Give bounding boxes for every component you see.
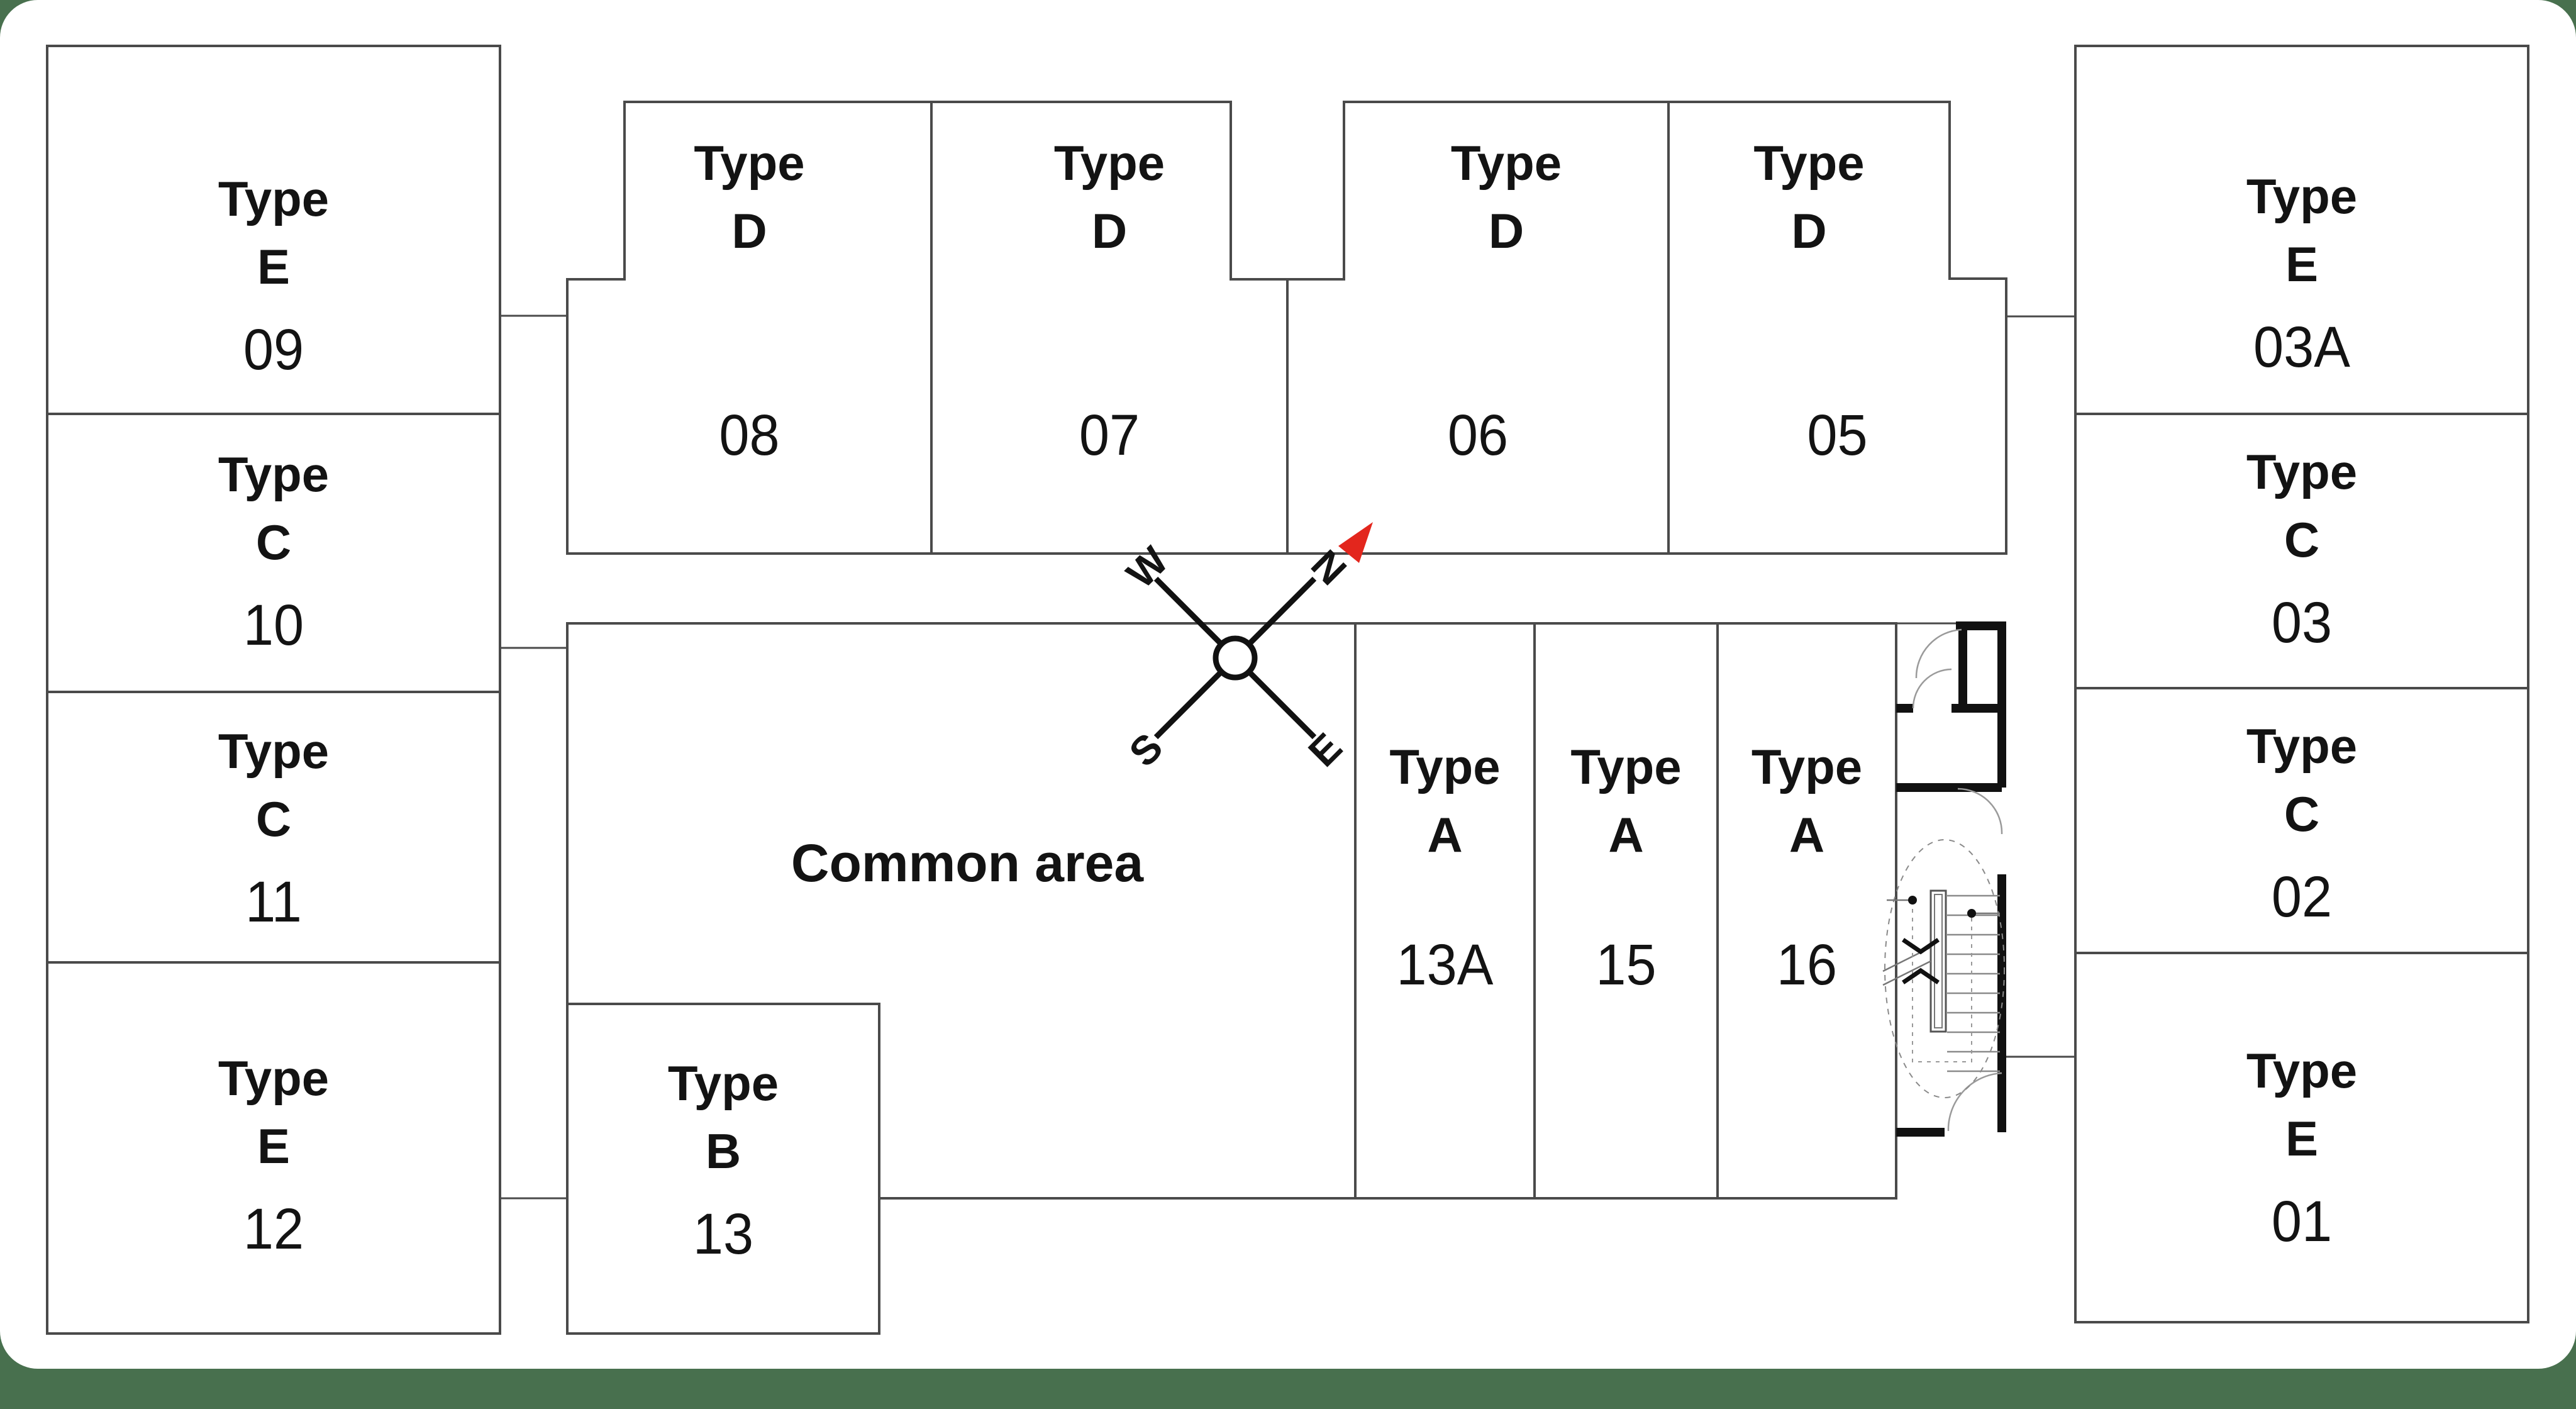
corridor-connectors [500, 315, 2075, 1200]
unit-type-word: Type [1389, 739, 1501, 794]
unit-type-word: Type [2246, 718, 2358, 774]
unit-type-letter: E [2285, 1111, 2319, 1166]
unit-number-08: 08 [719, 403, 780, 467]
unit-number-12: 12 [243, 1197, 304, 1261]
unit-number-03A: 03A [2253, 315, 2350, 379]
unit-label-05: Type D [1668, 129, 1950, 265]
unit-type-word: Type [667, 1055, 779, 1111]
stair-break-chevrons [1902, 938, 1940, 984]
unit-type-word: Type [2246, 169, 2358, 224]
unit-type-letter: C [2284, 786, 2320, 842]
door-swing-arcs [1912, 628, 2003, 1132]
unit-box-01 [2074, 952, 2529, 1323]
unit-label-10: Type C 10 [47, 440, 500, 658]
staircase-icon [1882, 839, 2005, 1098]
unit-number-06: 06 [1447, 403, 1509, 467]
unit-label-01: Type E 01 [2075, 1037, 2528, 1254]
unit-number-09: 09 [243, 318, 304, 382]
unit-box-13 [566, 1003, 880, 1335]
unit-type-word: Type [1570, 739, 1682, 794]
unit-label-03: Type C 03 [2075, 438, 2528, 655]
unit-type-letter: B [705, 1123, 741, 1179]
unit-type-letter: C [2284, 512, 2320, 567]
unit-type-letter: D [1488, 203, 1524, 259]
unit-box-05 [1667, 101, 2007, 555]
unit-number-02: 02 [2271, 865, 2333, 929]
unit-type-word: Type [218, 723, 330, 779]
unit-type-letter: A [1427, 807, 1463, 862]
unit-type-word: Type [1053, 135, 1165, 191]
unit-type-letter: D [1091, 203, 1128, 259]
unit-type-letter: C [255, 515, 292, 570]
common-area-label: Common area [791, 833, 1144, 893]
unit-type-word: Type [1751, 739, 1863, 794]
unit-type-letter: D [731, 203, 767, 259]
unit-number-10: 10 [243, 593, 304, 657]
unit-number-01: 01 [2271, 1189, 2333, 1254]
unit-label-16: Type A [1718, 733, 1896, 869]
unit-type-word: Type [2246, 444, 2358, 499]
unit-box-12 [46, 961, 501, 1335]
unit-type-word: Type [218, 447, 330, 502]
unit-number-13A: 13A [1396, 933, 1494, 997]
unit-number-13: 13 [692, 1202, 754, 1266]
unit-number-15: 15 [1596, 933, 1657, 997]
floor-plan-card [0, 0, 2576, 1369]
unit-type-letter: E [257, 1118, 291, 1174]
unit-outlines [46, 45, 2529, 1335]
unit-label-07: Type D [931, 129, 1287, 265]
unit-label-03A: Type E 03A [2075, 162, 2528, 380]
unit-box-16 [1716, 622, 1897, 1200]
compass-icon [1153, 522, 1373, 740]
unit-type-letter: A [1789, 807, 1825, 862]
unit-label-02: Type C 02 [2075, 712, 2528, 930]
unit-number-16: 16 [1776, 933, 1838, 997]
unit-number-11: 11 [245, 870, 302, 934]
unit-number-05: 05 [1807, 403, 1868, 467]
unit-box-13A [1354, 622, 1536, 1200]
unit-label-13A: Type A [1355, 733, 1535, 869]
north-arrow-icon [1338, 522, 1373, 563]
unit-label-13: Type B 13 [567, 1049, 879, 1267]
unit-type-word: Type [218, 171, 330, 226]
unit-label-15: Type A [1535, 733, 1718, 869]
lobby-walls [1896, 621, 2006, 1137]
unit-type-word: Type [218, 1050, 330, 1106]
unit-type-word: Type [694, 135, 805, 191]
unit-type-letter: E [2285, 237, 2319, 292]
unit-label-08: Type D [567, 129, 931, 265]
unit-label-09: Type E 09 [47, 165, 500, 382]
unit-label-06: Type D [1344, 129, 1668, 265]
unit-type-word: Type [2246, 1043, 2358, 1098]
unit-label-12: Type E 12 [47, 1044, 500, 1262]
unit-number-03: 03 [2271, 591, 2333, 655]
unit-number-07: 07 [1079, 403, 1140, 467]
unit-type-word: Type [1450, 135, 1562, 191]
unit-type-letter: D [1791, 203, 1827, 259]
unit-type-letter: C [255, 791, 292, 847]
unit-box-15 [1533, 622, 1719, 1200]
unit-type-letter: A [1608, 807, 1644, 862]
unit-type-word: Type [1753, 135, 1865, 191]
unit-label-11: Type C 11 [47, 717, 500, 935]
unit-type-letter: E [257, 239, 291, 294]
